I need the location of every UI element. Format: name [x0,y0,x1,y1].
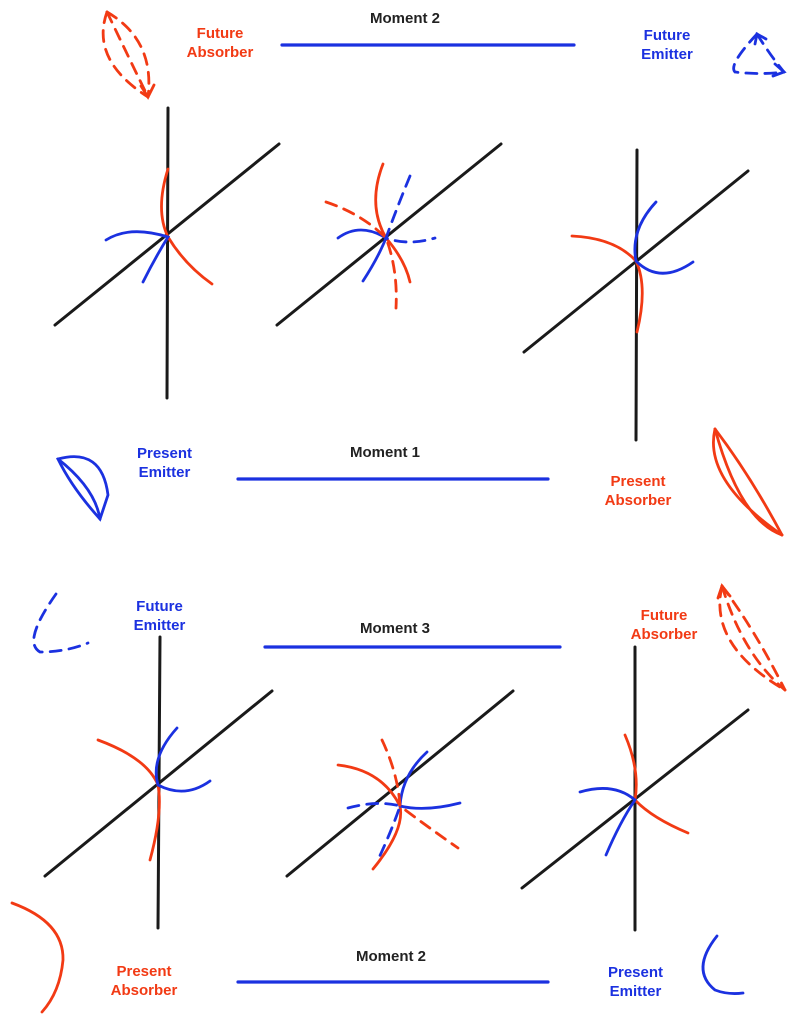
future-absorber-label-line1: Future [196,25,244,42]
future-absorber-bottom-line1: Future [640,607,688,624]
present-emitter-glyph-bottom [701,934,745,995]
present-emitter-glyph [56,455,110,522]
future-emitter-glyph [732,31,787,78]
future-absorber-bottom-line2: Absorber [630,626,698,643]
future-emitter-label-line2: Emitter [641,46,693,63]
future-absorber-glyph-bottom [716,583,787,692]
future-emitter-label: Future Emitter [632,26,702,64]
moment-label: Moment 2 [370,10,441,27]
bottom-panel [10,583,787,1014]
present-absorber-label-bottom: Present Absorber [98,962,190,1000]
present-emitter-bottom-line1: Present [607,964,664,981]
future-absorber-label-bottom: Future Absorber [618,606,710,644]
spacetime-frame-2 [275,142,503,327]
present-absorber-label-line1: Present [610,473,666,490]
future-absorber-glyph [101,10,156,100]
spacetime-frame-3 [522,148,750,442]
spacetime-frame-5 [285,689,515,878]
future-emitter-glyph-bottom [32,592,90,654]
future-absorber-label-line2: Absorber [186,44,254,61]
present-absorber-glyph [712,427,784,537]
present-absorber-label-line2: Absorber [604,492,672,509]
present-emitter-label-line1: Present [136,445,193,462]
present-absorber-glyph [10,901,65,1014]
moment-label: Moment 2 [356,948,427,965]
present-emitter-label: Present Emitter [127,444,202,482]
spacetime-frame-4 [43,635,274,930]
future-emitter-bottom-line2: Emitter [133,617,186,634]
present-absorber-label: Present Absorber [592,472,684,510]
moment-label: Moment 3 [360,620,431,637]
present-emitter-bottom-line2: Emitter [609,983,662,1000]
future-absorber-label: Future Absorber [170,24,270,62]
future-emitter-label-line1: Future [643,27,691,44]
spacetime-frame-1 [53,106,281,400]
present-emitter-label-bottom: Present Emitter [598,963,673,1001]
future-emitter-label-bottom: Future Emitter [122,597,197,635]
present-emitter-label-line2: Emitter [138,464,191,481]
future-emitter-bottom-line1: Future [136,598,183,615]
moment-label: Moment 1 [350,444,421,461]
top-panel [53,10,787,537]
spacetime-frame-6 [520,645,750,932]
present-absorber-bottom-line2: Absorber [110,982,178,999]
present-absorber-bottom-line1: Present [116,963,172,980]
